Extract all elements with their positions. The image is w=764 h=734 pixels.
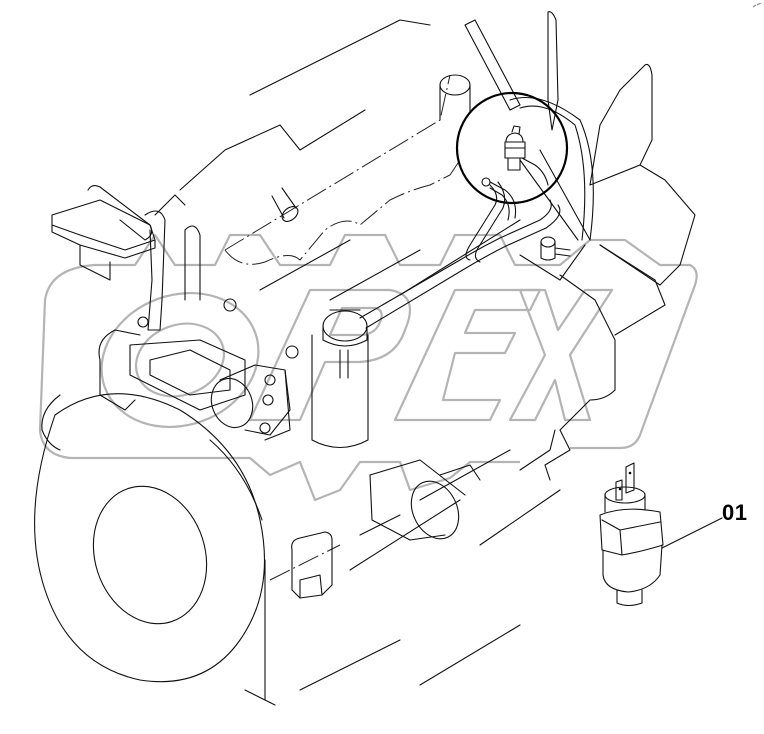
callout-leader-line [661, 517, 723, 549]
corner-mark-icon [752, 3, 762, 8]
sensor-part-01[interactable] [599, 462, 664, 607]
engine-block [34, 19, 616, 706]
opex-watermark [38, 233, 698, 502]
callout-label-01[interactable]: 01 [722, 500, 748, 525]
cooling-fan [464, 11, 696, 336]
detail-circle [455, 91, 569, 221]
